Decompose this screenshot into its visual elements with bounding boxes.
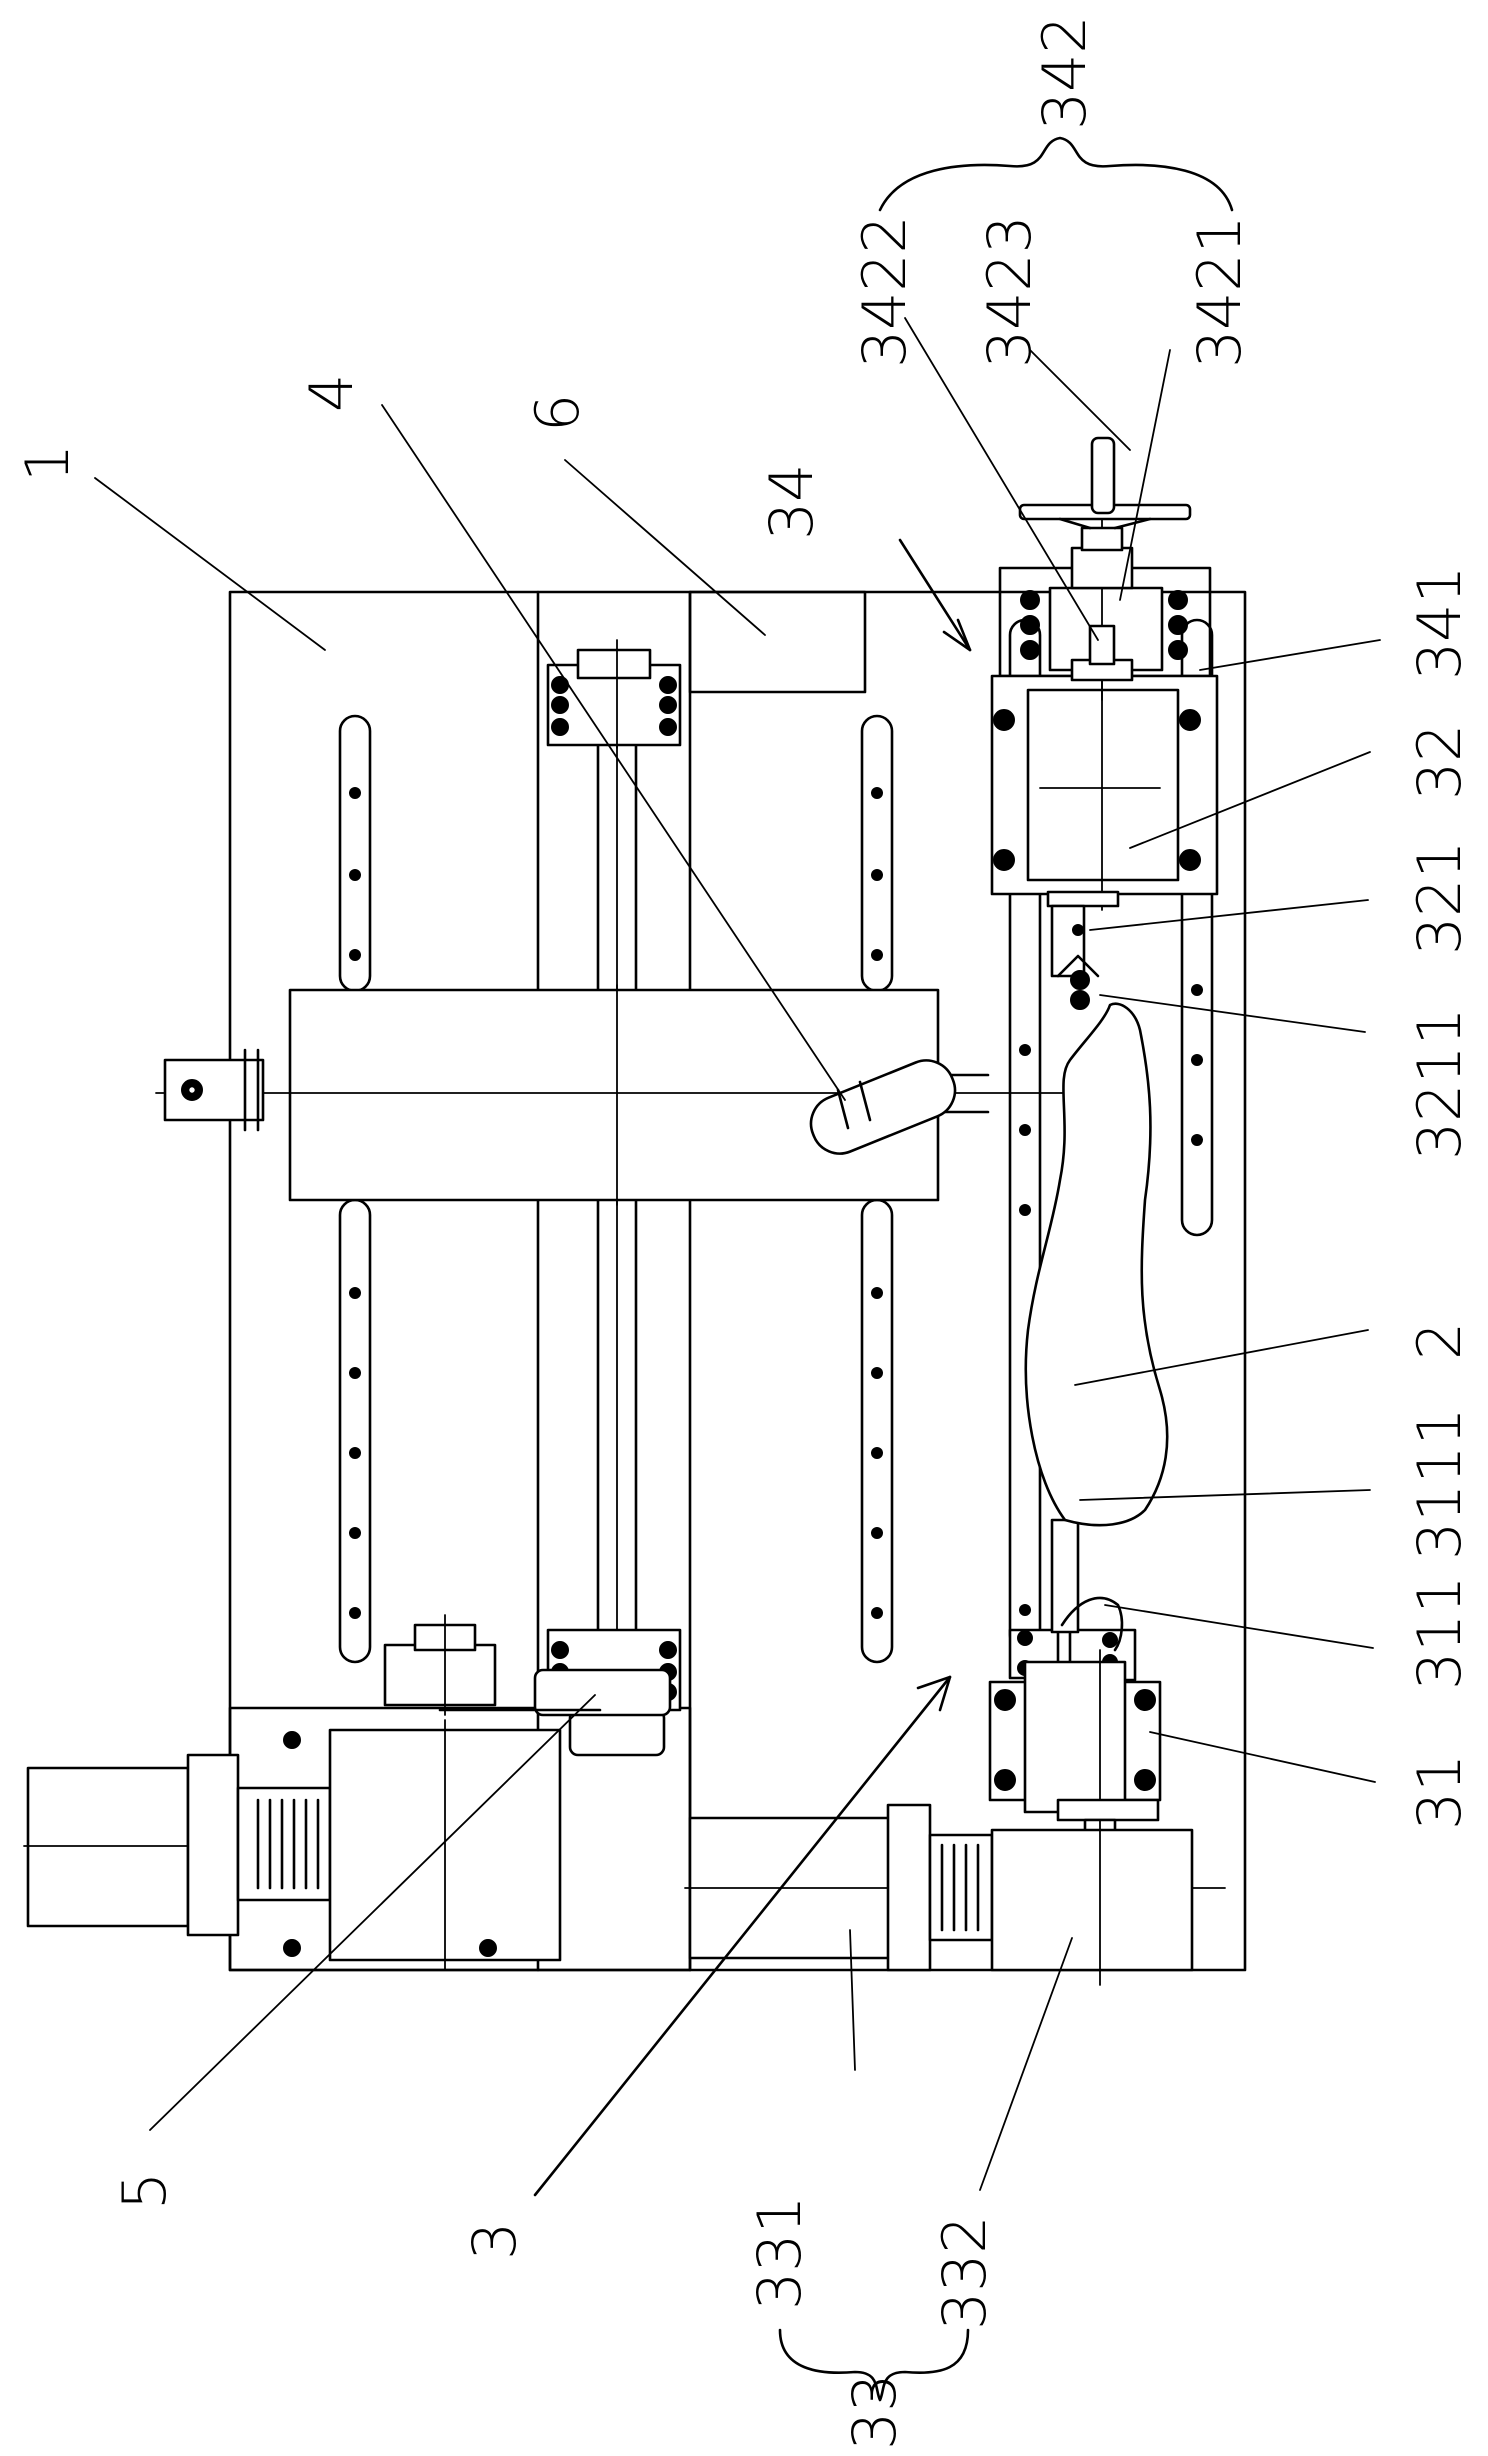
label-3111: 3111 <box>1405 1407 1475 1560</box>
label-331: 331 <box>745 2195 815 2310</box>
label-321: 321 <box>1405 840 1475 955</box>
labels: 1 4 6 34 3422 3423 3421 342 341 32 321 3… <box>13 15 1475 2450</box>
label-311: 311 <box>1405 1575 1475 1690</box>
label-31: 31 <box>1405 1754 1475 1830</box>
label-1: 1 <box>13 444 83 482</box>
top-bearing-block <box>548 640 680 748</box>
label-33: 33 <box>840 2374 910 2450</box>
label-32: 32 <box>1405 724 1475 800</box>
workpiece <box>1026 1004 1167 1650</box>
brace-342 <box>880 138 1232 210</box>
label-2: 2 <box>1405 1322 1475 1360</box>
label-3: 3 <box>460 2222 530 2260</box>
label-3422: 3422 <box>850 215 920 368</box>
label-3421: 3421 <box>1185 215 1255 368</box>
label-5: 5 <box>110 2172 180 2210</box>
label-6: 6 <box>523 394 593 432</box>
headstock-31 <box>990 1520 1160 1832</box>
motor-assembly-33 <box>685 1805 1225 1985</box>
arrow-34 <box>900 540 970 650</box>
label-3211: 3211 <box>1405 1007 1475 1160</box>
label-3423: 3423 <box>975 215 1045 368</box>
label-4: 4 <box>297 374 367 412</box>
label-332: 332 <box>930 2215 1000 2330</box>
label-341: 341 <box>1405 565 1475 680</box>
moving-carriage <box>156 985 1070 1205</box>
label-342: 342 <box>1030 15 1100 130</box>
label-34: 34 <box>757 464 827 540</box>
